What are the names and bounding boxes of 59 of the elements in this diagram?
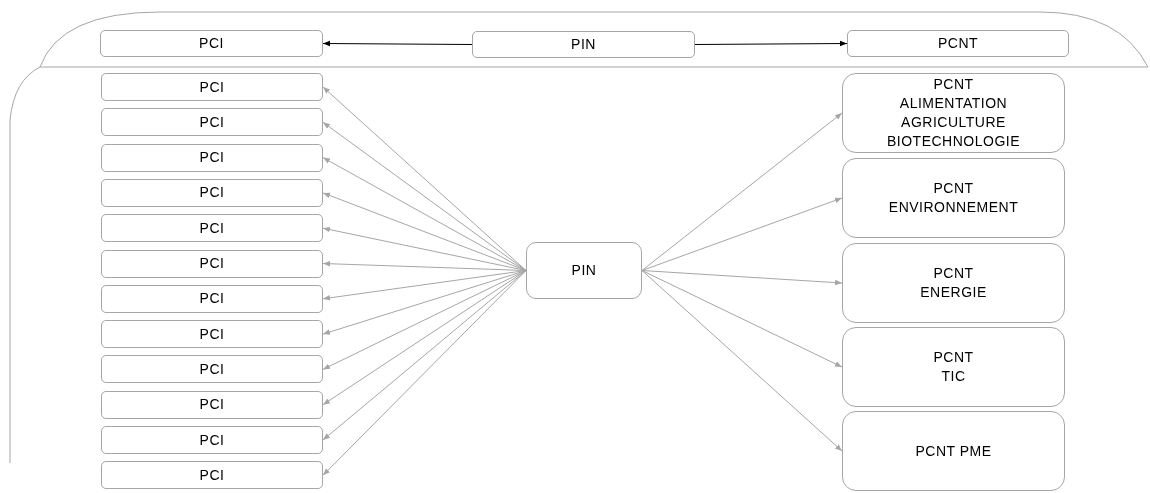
process-box: [101, 426, 323, 454]
arrow: [322, 40, 473, 47]
box-label: PCI: [199, 395, 225, 415]
box-label: PCI: [199, 77, 225, 97]
process-box: [842, 411, 1065, 491]
box-label: PCNT: [933, 348, 974, 367]
box-label: PCI: [199, 359, 225, 379]
arrow: [322, 270, 527, 335]
box-label: PCI: [199, 148, 225, 168]
process-box: [101, 461, 323, 490]
box-label: PCI: [199, 34, 224, 53]
box-label: PCI: [199, 254, 225, 273]
box-label: PCNT: [933, 75, 974, 94]
box-label: PCI: [199, 112, 225, 132]
box-label: ENVIRONNEMENT: [888, 198, 1019, 217]
box-label: TIC: [941, 367, 966, 386]
process-box: [101, 73, 323, 101]
process-box: [842, 243, 1065, 323]
process-box: [101, 108, 323, 137]
arrow: [641, 112, 843, 271]
arrow: [641, 197, 843, 271]
process-box: [101, 284, 323, 313]
box-label: PCNT: [933, 179, 974, 198]
process-box: [101, 390, 323, 419]
box-label: PCI: [199, 324, 225, 344]
arrow: [641, 270, 843, 368]
arrow: [322, 86, 527, 271]
arrow: [641, 270, 843, 286]
arrow: [694, 40, 848, 47]
process-box: [101, 178, 323, 207]
process-box: [101, 143, 323, 172]
box-label: ALIMENTATION AGRICULTURE BIOTECHNOLOGIE: [886, 94, 1021, 151]
arrow: [322, 121, 527, 271]
box-label: PCI: [199, 218, 225, 238]
box-label: PIN: [571, 35, 596, 54]
process-box: [847, 30, 1069, 57]
process-box: [842, 327, 1065, 407]
process-box: [526, 242, 642, 299]
arrow: [322, 270, 527, 370]
arrow: [322, 192, 527, 271]
box-label: PCI: [199, 289, 225, 309]
box-label: PIN: [571, 261, 597, 280]
process-box: [472, 31, 695, 58]
process-box: [100, 30, 323, 57]
process-box: [101, 355, 323, 384]
process-box: [101, 249, 323, 278]
box-label: PCNT: [937, 34, 979, 53]
box-label: PCI: [199, 430, 225, 450]
arrow: [641, 270, 843, 452]
process-box: [101, 214, 323, 243]
process-box: [842, 73, 1065, 153]
box-label: ENERGIE: [920, 283, 987, 302]
process-box: [101, 320, 323, 349]
arrow: [322, 270, 527, 476]
box-label: PCNT PME: [915, 441, 992, 461]
box-label: PCNT: [933, 264, 974, 283]
box-label: PCI: [199, 183, 225, 203]
box-label: PCI: [199, 465, 225, 485]
process-box: [842, 158, 1065, 238]
